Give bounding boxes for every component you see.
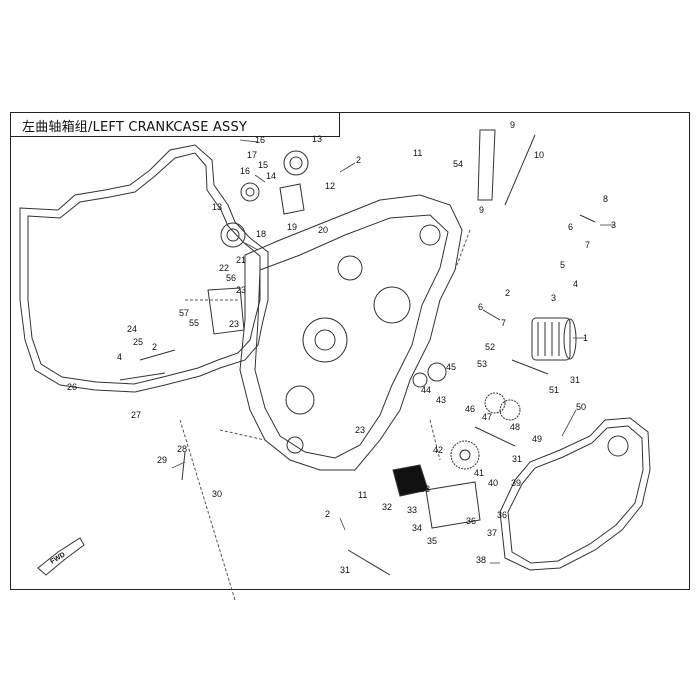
callout-c44: 44 xyxy=(421,385,431,395)
callout-c13b: 13 xyxy=(212,202,222,212)
callout-c23b: 23 xyxy=(229,319,239,329)
callout-c24: 24 xyxy=(127,324,137,334)
callout-c30: 30 xyxy=(212,489,222,499)
callout-c2c: 2 xyxy=(152,342,157,352)
callout-c36b: 36 xyxy=(466,516,476,526)
callout-c49: 49 xyxy=(532,434,542,444)
callout-c3b: 3 xyxy=(551,293,556,303)
callout-c53: 53 xyxy=(477,359,487,369)
fwd-arrow xyxy=(37,537,85,576)
callout-c26: 26 xyxy=(67,382,77,392)
callout-c52: 52 xyxy=(485,342,495,352)
callout-c5: 5 xyxy=(560,260,565,270)
callout-c3a: 3 xyxy=(611,220,616,230)
callout-c40: 40 xyxy=(488,478,498,488)
fwd-label: FWD xyxy=(49,551,66,565)
callout-c23c: 23 xyxy=(355,425,365,435)
callout-c54: 54 xyxy=(453,159,463,169)
right-gasket xyxy=(499,417,651,571)
oil-filter xyxy=(531,317,571,361)
callout-c4b: 4 xyxy=(117,352,122,362)
callout-c56: 56 xyxy=(226,273,236,283)
callout-c28: 28 xyxy=(177,444,187,454)
callout-c57: 57 xyxy=(179,308,189,318)
callout-c2a: 2 xyxy=(356,155,361,165)
callout-c7b: 7 xyxy=(501,318,506,328)
bearing-upper xyxy=(283,150,309,176)
callout-c43: 43 xyxy=(436,395,446,405)
callout-c46: 46 xyxy=(465,404,475,414)
callout-c42: 42 xyxy=(433,445,443,455)
callout-c13a: 13 xyxy=(312,134,322,144)
callout-c9b: 9 xyxy=(479,205,484,215)
callout-c12: 12 xyxy=(325,181,335,191)
callout-c14: 14 xyxy=(266,171,276,181)
callout-c9a: 9 xyxy=(510,120,515,130)
callout-c4a: 4 xyxy=(573,279,578,289)
callout-c41: 41 xyxy=(474,468,484,478)
callout-c31c: 31 xyxy=(340,565,350,575)
callout-c11b: 11 xyxy=(358,490,367,500)
callout-c38: 38 xyxy=(476,555,486,565)
callout-c45: 45 xyxy=(446,362,456,372)
callout-c20: 20 xyxy=(318,225,328,235)
callout-c7a: 7 xyxy=(585,240,590,250)
title-box xyxy=(10,112,340,137)
callout-c55: 55 xyxy=(189,318,199,328)
callout-c37: 37 xyxy=(487,528,497,538)
callout-c10: 10 xyxy=(534,150,544,160)
callout-c31b: 31 xyxy=(512,454,522,464)
callout-c23a: 23 xyxy=(236,285,246,295)
callout-c15: 15 xyxy=(258,160,268,170)
bearing-lower xyxy=(220,222,246,248)
callout-c31a: 31 xyxy=(570,375,580,385)
callout-c36a: 36 xyxy=(497,510,507,520)
callout-c48: 48 xyxy=(510,422,520,432)
callout-c21: 21 xyxy=(236,255,246,265)
callout-c27: 27 xyxy=(131,410,141,420)
callout-c17: 17 xyxy=(247,150,257,160)
callout-c47: 47 xyxy=(482,412,492,422)
diagram-frame xyxy=(10,112,690,590)
gear-large xyxy=(450,440,480,470)
callout-c33a: 33 xyxy=(420,484,430,494)
callout-c1: 1 xyxy=(583,333,588,343)
callout-c16a: 16 xyxy=(255,135,265,145)
callout-c6a: 6 xyxy=(568,222,573,232)
callout-c33b: 33 xyxy=(407,505,417,515)
callout-c29: 29 xyxy=(157,455,167,465)
callout-c22: 22 xyxy=(219,263,229,273)
callout-c50: 50 xyxy=(576,402,586,412)
callout-c32: 32 xyxy=(382,502,392,512)
callout-c25: 25 xyxy=(133,337,143,347)
callout-c2d: 2 xyxy=(325,509,330,519)
callout-c39: 39 xyxy=(511,478,521,488)
callout-c8: 8 xyxy=(603,194,608,204)
callout-c11a: 11 xyxy=(413,148,422,158)
callout-c51: 51 xyxy=(549,385,559,395)
callout-c35: 35 xyxy=(427,536,437,546)
left-gasket xyxy=(19,144,269,393)
callout-c34: 34 xyxy=(412,523,422,533)
callout-c6b: 6 xyxy=(478,302,483,312)
crankcase-body xyxy=(239,194,463,471)
callout-layer: 1222233445667789910111112131314151616171… xyxy=(67,120,616,575)
callout-c18: 18 xyxy=(256,229,266,239)
dipstick-tube xyxy=(477,129,496,201)
callout-c19: 19 xyxy=(287,222,297,232)
callout-c2b: 2 xyxy=(505,288,510,298)
page-title: 左曲轴箱组/LEFT CRANKCASE ASSY xyxy=(22,120,248,135)
callout-c16b: 16 xyxy=(240,166,250,176)
